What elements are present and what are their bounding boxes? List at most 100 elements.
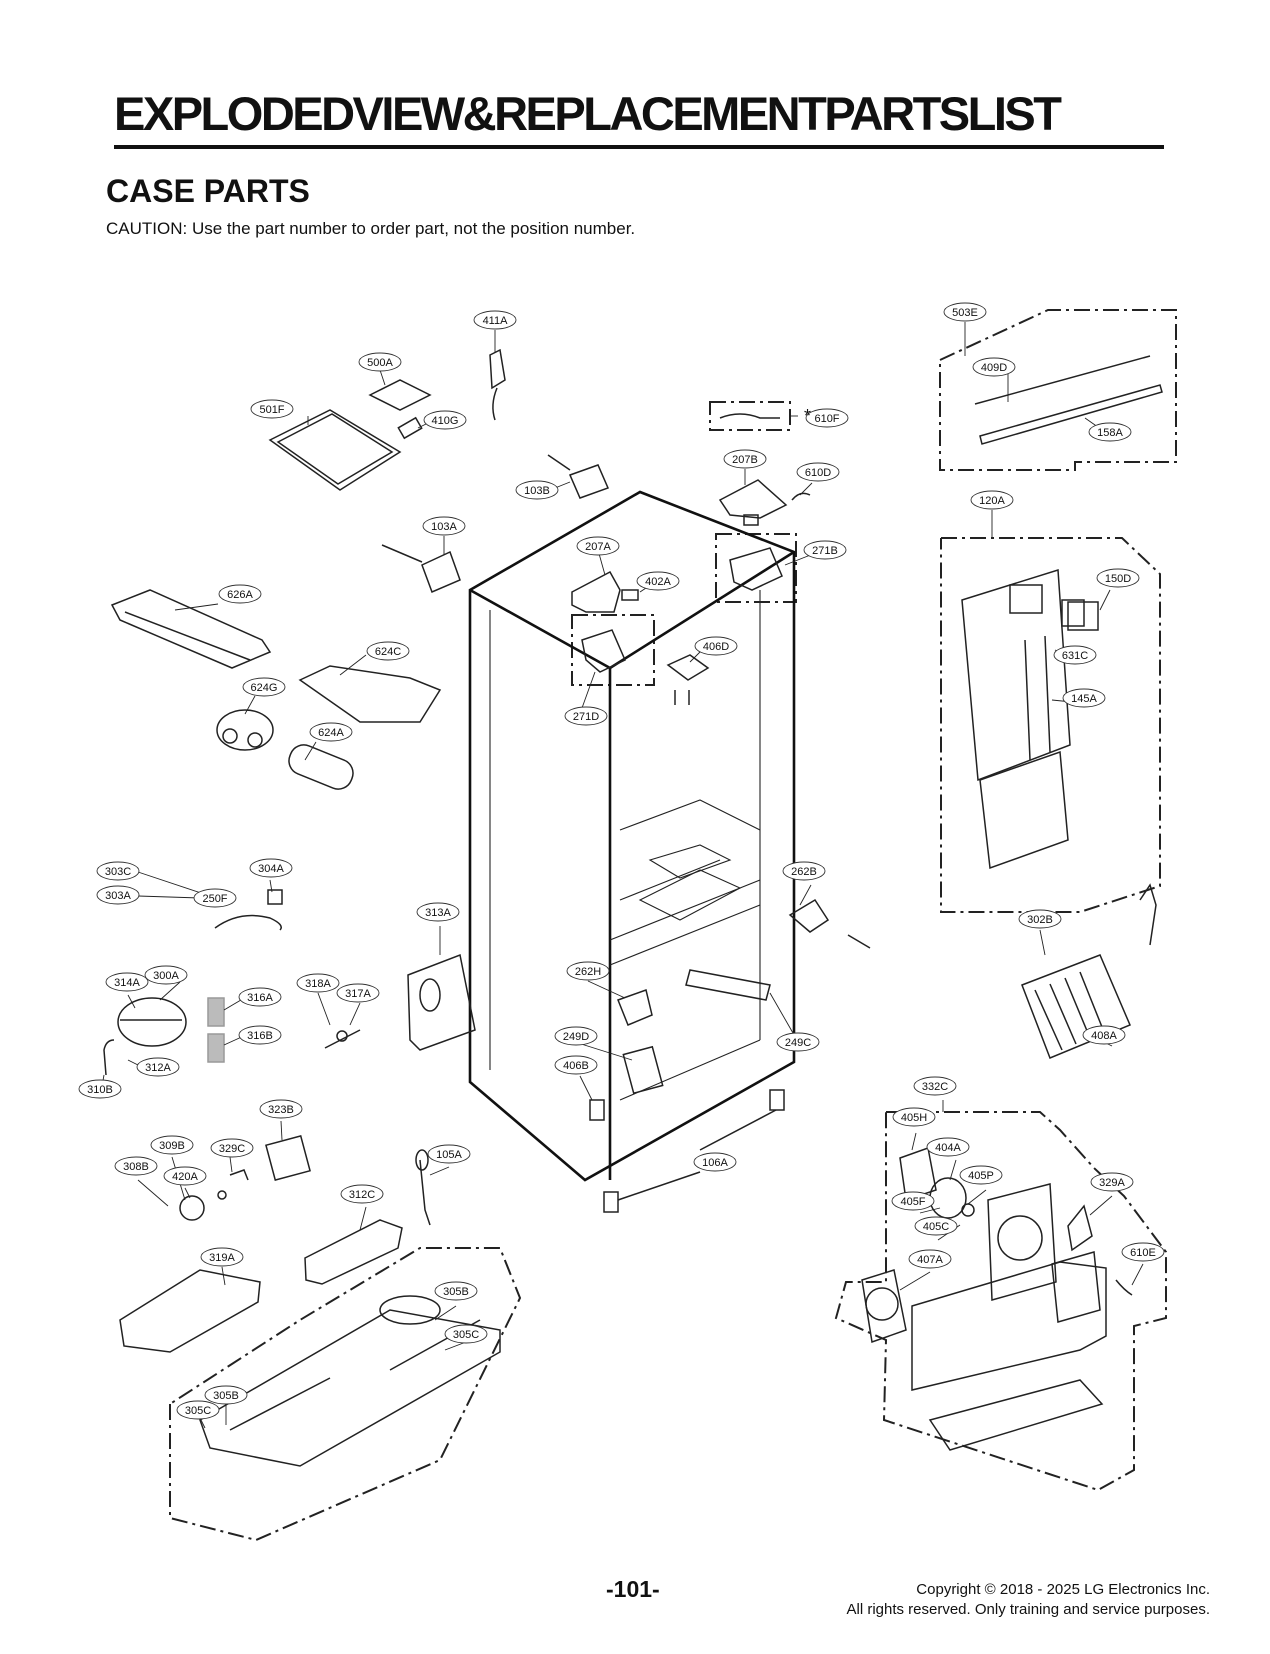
callout-label: 305C [453, 1329, 479, 1341]
callout-302b: 302B [1018, 909, 1062, 929]
callout-label: 610D [805, 467, 831, 479]
callout-103a: 103A [422, 516, 466, 536]
callout-oval [296, 973, 340, 993]
callout-oval [1018, 909, 1062, 929]
callout-label: 312A [145, 1062, 171, 1074]
callout-label: 314A [114, 977, 140, 989]
callout-305c: 305C [176, 1400, 220, 1420]
callout-label: 408A [1091, 1030, 1117, 1042]
callout-308b: 308B [114, 1156, 158, 1176]
callout-oval [694, 636, 738, 656]
callout-label: 271D [573, 711, 599, 723]
callout-271d: 271D [564, 706, 608, 726]
callout-label: 407A [917, 1254, 943, 1266]
section-title: CASE PARTS [106, 173, 310, 209]
callout-oval [803, 540, 847, 560]
callout-309b: 309B [150, 1135, 194, 1155]
callout-610e: 610E [1121, 1242, 1165, 1262]
callout-420a: 420A [163, 1166, 207, 1186]
exploded-view-diagram: 411A500A501F410G610F207B610D103B503E409D… [78, 302, 1177, 1542]
callout-411a: 411A [473, 310, 517, 330]
asterisk-mark: * [804, 406, 811, 426]
callout-label: 610E [1130, 1247, 1156, 1259]
callout-oval [340, 1184, 384, 1204]
callout-label: 624A [318, 727, 344, 739]
callout-oval [892, 1107, 936, 1127]
callout-314a: 314A [105, 972, 149, 992]
boundary-610f [709, 401, 791, 431]
callout-oval [336, 983, 380, 1003]
callout-label: 103A [431, 521, 457, 533]
callout-oval [1090, 1172, 1134, 1192]
callout-oval [96, 885, 140, 905]
callout-label: 207A [585, 541, 611, 553]
callout-oval [444, 1324, 488, 1344]
callout-oval [1088, 422, 1132, 442]
callout-label: 409D [981, 362, 1007, 374]
callout-label: 503E [952, 307, 978, 319]
callout-oval [776, 1032, 820, 1052]
callout-oval [250, 399, 294, 419]
callout-oval [636, 571, 680, 591]
boundary-120a [940, 537, 1161, 913]
callout-oval [105, 972, 149, 992]
callout-label: 249D [563, 1031, 589, 1043]
callout-label: 106A [702, 1157, 728, 1169]
main-cabinet [468, 490, 796, 1182]
callout-405p: 405P [959, 1165, 1003, 1185]
callout-label: 310B [87, 1084, 113, 1096]
callout-oval [242, 677, 286, 697]
callout-label: 308B [123, 1161, 149, 1173]
boundary-503e [939, 309, 1177, 471]
callout-oval [1096, 568, 1140, 588]
callout-oval [427, 1144, 471, 1164]
callout-310b: 310B [78, 1079, 122, 1099]
callout-label: 610F [814, 413, 839, 425]
callout-oval [193, 888, 237, 908]
callout-oval [554, 1026, 598, 1046]
callout-158a: 158A [1088, 422, 1132, 442]
callout-label: 145A [1071, 693, 1097, 705]
callout-label: 323B [268, 1104, 294, 1116]
callout-305b: 305B [204, 1385, 248, 1405]
callout-label: 300A [153, 970, 179, 982]
callout-label: 501F [259, 404, 284, 416]
callout-label: 303C [105, 866, 131, 878]
callout-oval [238, 987, 282, 1007]
callout-oval [422, 516, 466, 536]
callout-label: 103B [524, 485, 550, 497]
callout-label: 406B [563, 1060, 589, 1072]
callout-label: 405F [900, 1196, 925, 1208]
callout-label: 316A [247, 992, 273, 1004]
callout-oval [972, 357, 1016, 377]
callout-oval [1082, 1025, 1126, 1045]
callout-label: 631C [1062, 650, 1088, 662]
callout-oval [891, 1191, 935, 1211]
callout-262b: 262B [782, 861, 826, 881]
boundary-271b [715, 533, 797, 603]
callout-410g: 410G [423, 410, 467, 430]
callout-label: 329C [219, 1143, 245, 1155]
callout-oval [218, 584, 262, 604]
callout-label: 319A [209, 1252, 235, 1264]
callout-oval [366, 641, 410, 661]
callout-406b: 406B [554, 1055, 598, 1075]
callout-oval [238, 1025, 282, 1045]
callout-label: 250F [202, 893, 227, 905]
callout-label: 410G [432, 415, 459, 427]
callout-624g: 624G [242, 677, 286, 697]
callout-262h: 262H [566, 961, 610, 981]
callout-oval [176, 1400, 220, 1420]
callout-label: 316B [247, 1030, 273, 1042]
callout-332c: 332C [913, 1076, 957, 1096]
callout-oval [566, 961, 610, 981]
callout-631c: 631C [1053, 645, 1097, 665]
callout-312c: 312C [340, 1184, 384, 1204]
callout-oval [693, 1152, 737, 1172]
callout-oval [78, 1079, 122, 1099]
callout-oval [1121, 1242, 1165, 1262]
callout-610f: 610F [805, 408, 849, 428]
callout-145a: 145A [1062, 688, 1106, 708]
callout-405c: 405C [914, 1216, 958, 1236]
